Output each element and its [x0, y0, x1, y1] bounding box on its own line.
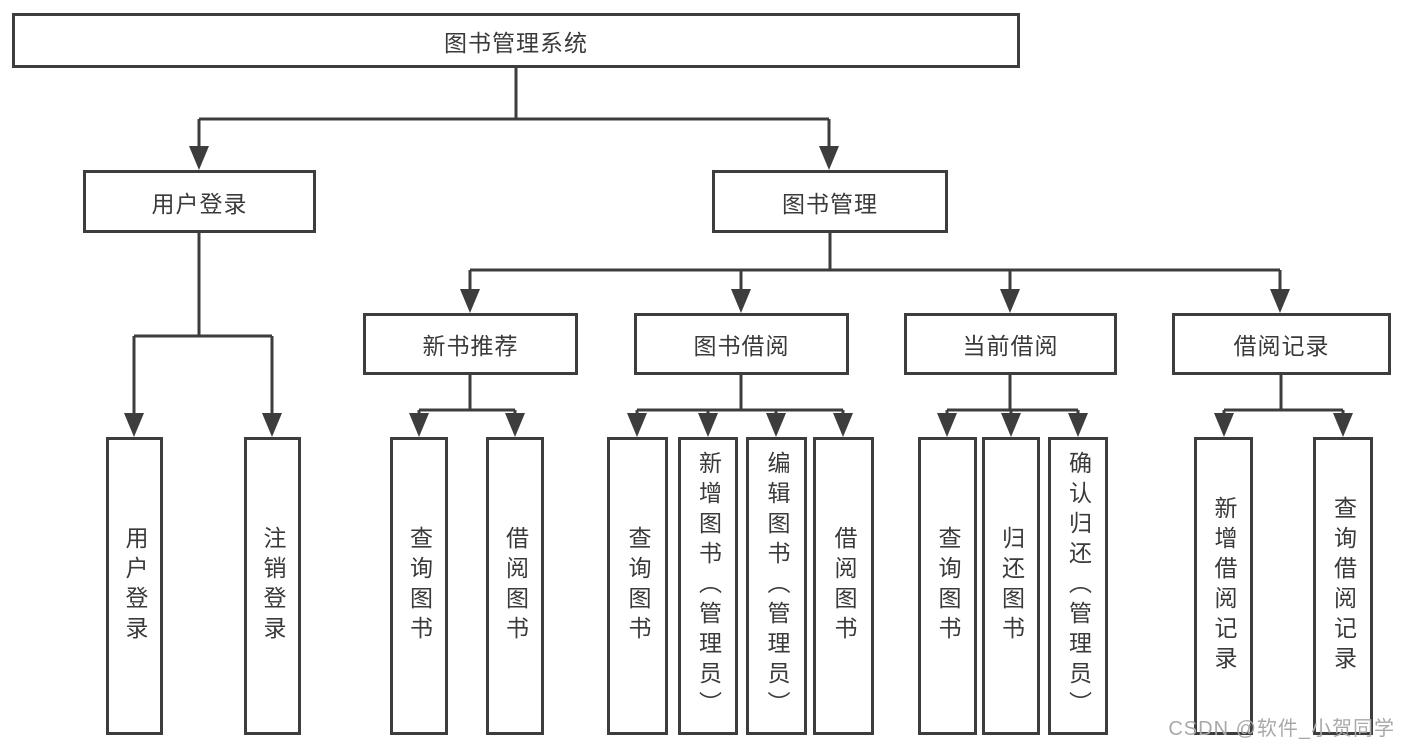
node-label-leaf-return-book: 归还图书	[998, 526, 1025, 646]
node-label-user-login: 用户登录	[151, 190, 248, 217]
arrowhead-icon-4-3	[833, 413, 853, 437]
watermark: CSDN @软件_小贺同学	[1168, 718, 1395, 740]
node-label-leaf-user-login: 用户登录	[122, 526, 148, 646]
node-leaf-confirm-return: 确认归还（管理员）	[1048, 437, 1108, 735]
node-current-borrow: 当前借阅	[904, 313, 1117, 375]
arrowhead-icon-2-1	[731, 289, 751, 313]
arrowhead-icon-0-1	[819, 146, 839, 170]
node-label-leaf-borrow-book-2: 借阅图书	[831, 526, 857, 646]
node-leaf-borrow-book-1: 借阅图书	[486, 437, 544, 735]
arrowhead-icon-4-1	[698, 413, 718, 437]
node-label-book-borrow: 图书借阅	[693, 333, 790, 359]
connector-5	[945, 375, 1080, 419]
connector-2	[468, 233, 1282, 295]
node-leaf-borrow-book-2: 借阅图书	[813, 437, 874, 735]
node-label-new-book-rec: 新书推荐	[422, 333, 519, 359]
arrowhead-icon-5-1	[1001, 413, 1021, 437]
node-label-leaf-borrow-book-1: 借阅图书	[502, 526, 529, 646]
arrowhead-icon-5-0	[937, 413, 957, 437]
node-new-book-rec: 新书推荐	[363, 313, 578, 375]
node-leaf-add-book: 新增图书（管理员）	[678, 437, 738, 735]
node-label-leaf-query-book-2: 查询图书	[625, 526, 651, 646]
node-leaf-edit-book: 编辑图书（管理员）	[746, 437, 807, 735]
node-label-leaf-query-book-1: 查询图书	[406, 526, 433, 646]
arrowhead-icon-3-1	[505, 413, 525, 437]
node-label-leaf-add-book: 新增图书（管理员）	[695, 451, 722, 721]
arrowhead-icon-4-0	[627, 413, 647, 437]
connector-3	[417, 375, 517, 419]
arrowhead-icon-0-0	[189, 146, 209, 170]
node-label-borrow-records: 借阅记录	[1233, 333, 1330, 359]
connector-6	[1222, 375, 1345, 419]
node-label-current-borrow: 当前借阅	[962, 333, 1059, 359]
node-leaf-query-book-1: 查询图书	[390, 437, 448, 735]
node-label-leaf-edit-book: 编辑图书（管理员）	[764, 451, 790, 721]
arrowhead-icon-4-2	[766, 413, 786, 437]
arrowhead-icon-6-1	[1333, 413, 1353, 437]
arrowhead-icon-2-3	[1270, 289, 1290, 313]
node-label-root: 图书管理系统	[444, 29, 588, 56]
arrowhead-icon-5-2	[1068, 413, 1088, 437]
connector-0	[197, 68, 831, 152]
node-leaf-query-book-2: 查询图书	[607, 437, 668, 735]
arrowhead-icon-1-1	[262, 413, 282, 437]
node-book-borrow: 图书借阅	[634, 313, 849, 375]
arrowhead-icon-3-0	[409, 413, 429, 437]
node-leaf-return-book: 归还图书	[982, 437, 1040, 735]
connector-4	[635, 375, 845, 419]
node-leaf-add-borrow-rec: 新增借阅记录	[1194, 437, 1253, 735]
node-label-leaf-confirm-return: 确认归还（管理员）	[1065, 451, 1092, 721]
node-root: 图书管理系统	[12, 13, 1020, 68]
node-label-book-mgmt: 图书管理	[782, 190, 878, 217]
arrowhead-icon-6-0	[1214, 413, 1234, 437]
node-leaf-query-borrow-rec: 查询借阅记录	[1313, 437, 1373, 735]
node-label-leaf-add-borrow-rec: 新增借阅记录	[1211, 496, 1237, 676]
node-label-leaf-query-borrow-rec: 查询借阅记录	[1330, 496, 1357, 676]
node-leaf-query-book-3: 查询图书	[918, 437, 977, 735]
node-label-leaf-logout: 注销登录	[260, 526, 286, 646]
node-borrow-records: 借阅记录	[1172, 313, 1391, 375]
node-label-leaf-query-book-3: 查询图书	[935, 526, 961, 646]
node-book-mgmt: 图书管理	[712, 170, 948, 233]
arrowhead-icon-2-2	[1000, 289, 1020, 313]
node-leaf-user-login: 用户登录	[106, 437, 163, 735]
node-leaf-logout: 注销登录	[244, 437, 301, 735]
arrowhead-icon-1-0	[124, 413, 144, 437]
node-user-login: 用户登录	[83, 170, 316, 233]
connector-1	[132, 233, 274, 419]
arrowhead-icon-2-0	[460, 289, 480, 313]
